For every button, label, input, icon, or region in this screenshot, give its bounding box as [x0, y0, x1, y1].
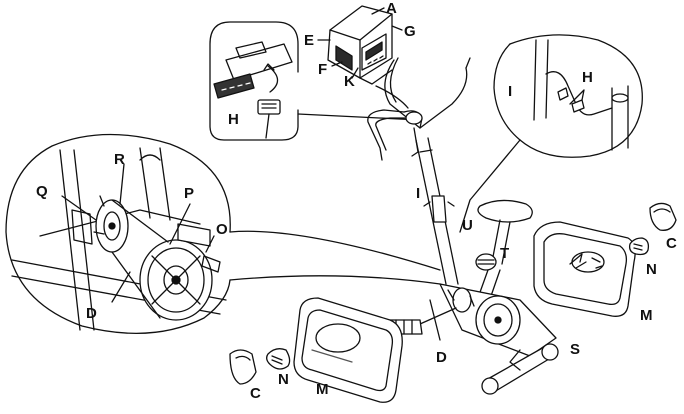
handlebar-assembly — [368, 58, 470, 284]
label-c-right: C — [666, 236, 677, 251]
label-o: O — [216, 222, 228, 237]
label-i-right: I — [508, 84, 512, 99]
label-f: F — [318, 62, 327, 77]
label-e: E — [304, 33, 314, 48]
side-cover-right — [534, 203, 676, 316]
label-d-left: D — [86, 306, 97, 321]
bike-frame — [390, 200, 558, 394]
label-c-bottom: C — [250, 386, 261, 401]
label-g: G — [404, 24, 416, 39]
label-h-left: H — [228, 112, 239, 127]
label-k: K — [344, 74, 355, 89]
label-t: T — [500, 246, 509, 261]
label-s: S — [570, 342, 580, 357]
label-u: U — [462, 218, 473, 233]
label-n-right: N — [646, 262, 657, 277]
label-m-bottom: M — [316, 382, 329, 397]
console — [318, 6, 408, 108]
label-a: A — [386, 1, 397, 16]
label-d-center: D — [436, 350, 447, 365]
label-n-bottom: N — [278, 372, 289, 387]
label-m-right: M — [640, 308, 653, 323]
label-h-right: H — [582, 70, 593, 85]
label-q: Q — [36, 184, 48, 199]
label-i-center: I — [416, 186, 420, 201]
label-r: R — [114, 152, 125, 167]
label-p: P — [184, 186, 194, 201]
